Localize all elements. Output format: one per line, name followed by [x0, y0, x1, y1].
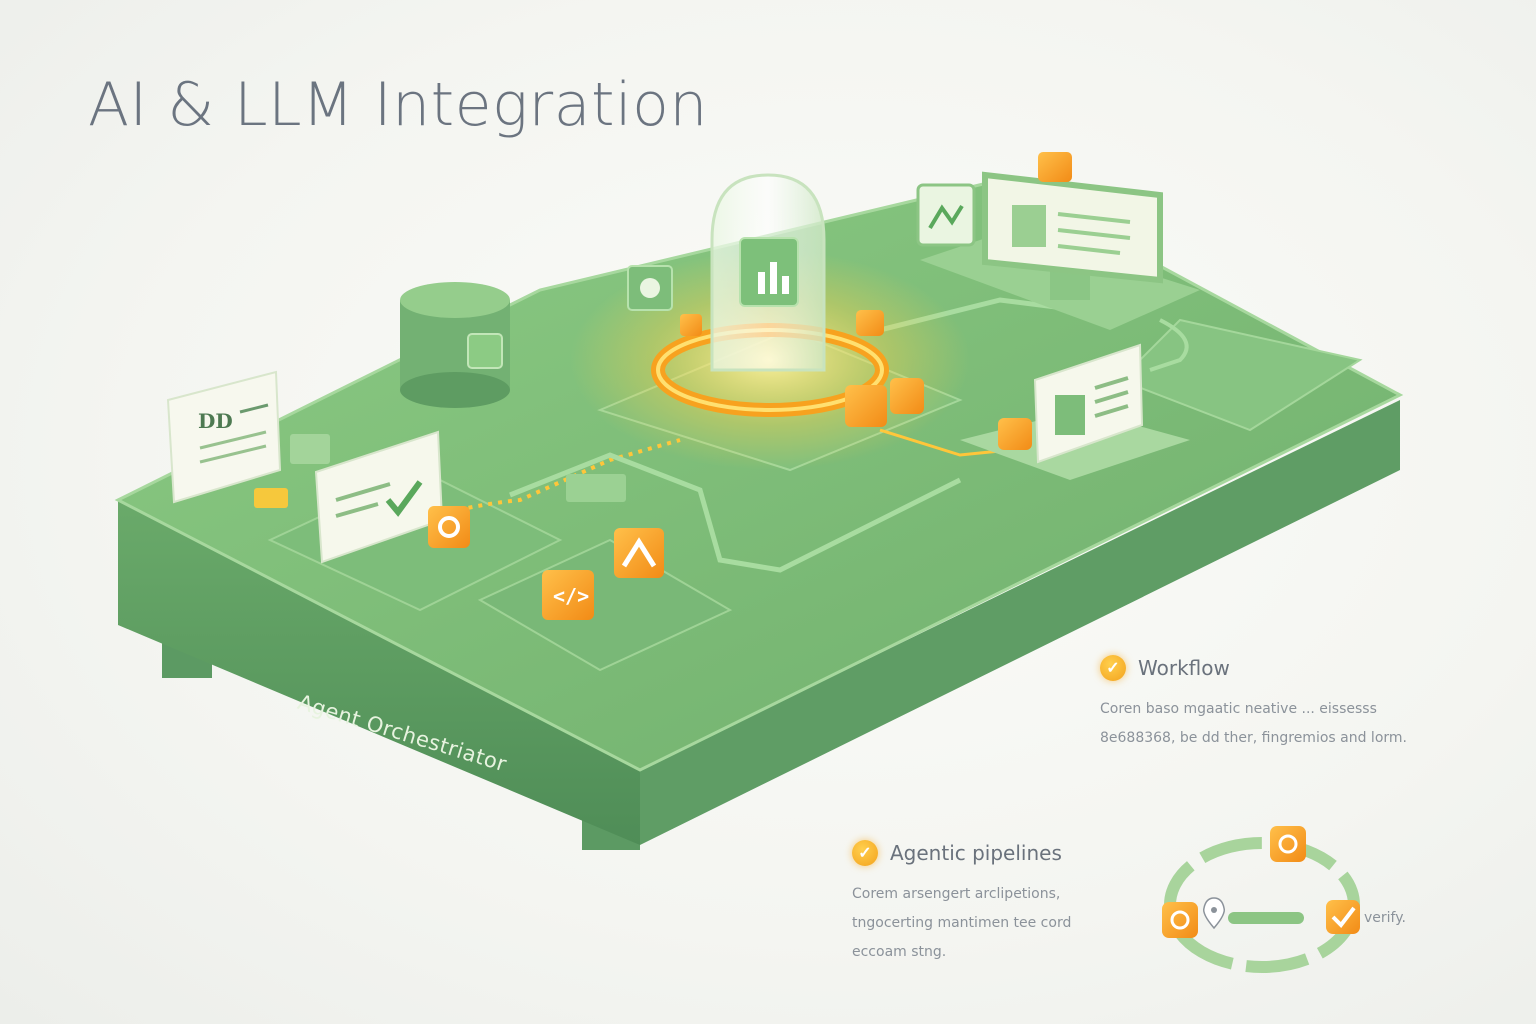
doc-card-label: DD [198, 409, 233, 433]
workflow-note: ✓ Workflow Coren baso mgaatic neative ..… [1100, 655, 1520, 753]
page-title: AI & LLM Integration [88, 70, 708, 140]
agent-icon [614, 528, 664, 578]
verify-label: verify. [1364, 910, 1406, 926]
chart-icon [739, 237, 799, 307]
node-icon [254, 488, 288, 508]
workflow-label: Workflow [1138, 656, 1230, 680]
pipeline [1149, 318, 1189, 372]
platform-right-side [640, 400, 1400, 845]
check-icon [1326, 900, 1360, 934]
gear-icon [845, 385, 887, 427]
gear-icon [890, 378, 924, 414]
check-circle-icon: ✓ [852, 840, 878, 866]
svg-text:</>: </> [553, 584, 589, 608]
pipeline [419, 438, 681, 522]
target-icon [1162, 902, 1198, 938]
agentic-note: ✓ Agentic pipelines Corem arsengert arcl… [852, 840, 1142, 967]
agentic-label: Agentic pipelines [890, 841, 1062, 865]
panel-tile [290, 434, 330, 464]
monitor-icon [920, 171, 1200, 330]
workflow-line: Coren baso mgaatic neative ... eissesss [1100, 701, 1377, 717]
code-icon: </> [542, 570, 594, 620]
target-icon [1270, 826, 1306, 862]
platform-front-side [118, 500, 640, 845]
database-icon [400, 282, 510, 408]
agentic-line: eccoam stng. [852, 944, 947, 960]
node-icon [680, 314, 702, 336]
agentic-line: Corem arsengert arclipetions, [852, 886, 1061, 902]
check-circle-icon: ✓ [1100, 655, 1126, 681]
panel-tile [566, 474, 626, 502]
panel-slab [477, 538, 733, 672]
cycle-diagram [1162, 826, 1360, 973]
cycle-bar [1228, 912, 1304, 924]
node-icon [1038, 152, 1072, 182]
node-icon [998, 418, 1032, 450]
target-icon [428, 506, 470, 548]
pipeline [509, 452, 962, 573]
node-icon [856, 310, 884, 336]
agentic-line: tngocerting mantimen tee cord [852, 915, 1072, 931]
location-pin-icon [1202, 897, 1226, 930]
platform-top [118, 180, 1400, 770]
agentic-body: Corem arsengert arclipetions, tngocertin… [852, 880, 1142, 967]
workflow-body: Coren baso mgaatic neative ... eissesss … [1100, 695, 1520, 753]
document-icon: DD [166, 370, 282, 504]
check-card [314, 430, 444, 564]
workflow-line: 8e688368, be dd ther, fingremios and lor… [1100, 730, 1407, 746]
